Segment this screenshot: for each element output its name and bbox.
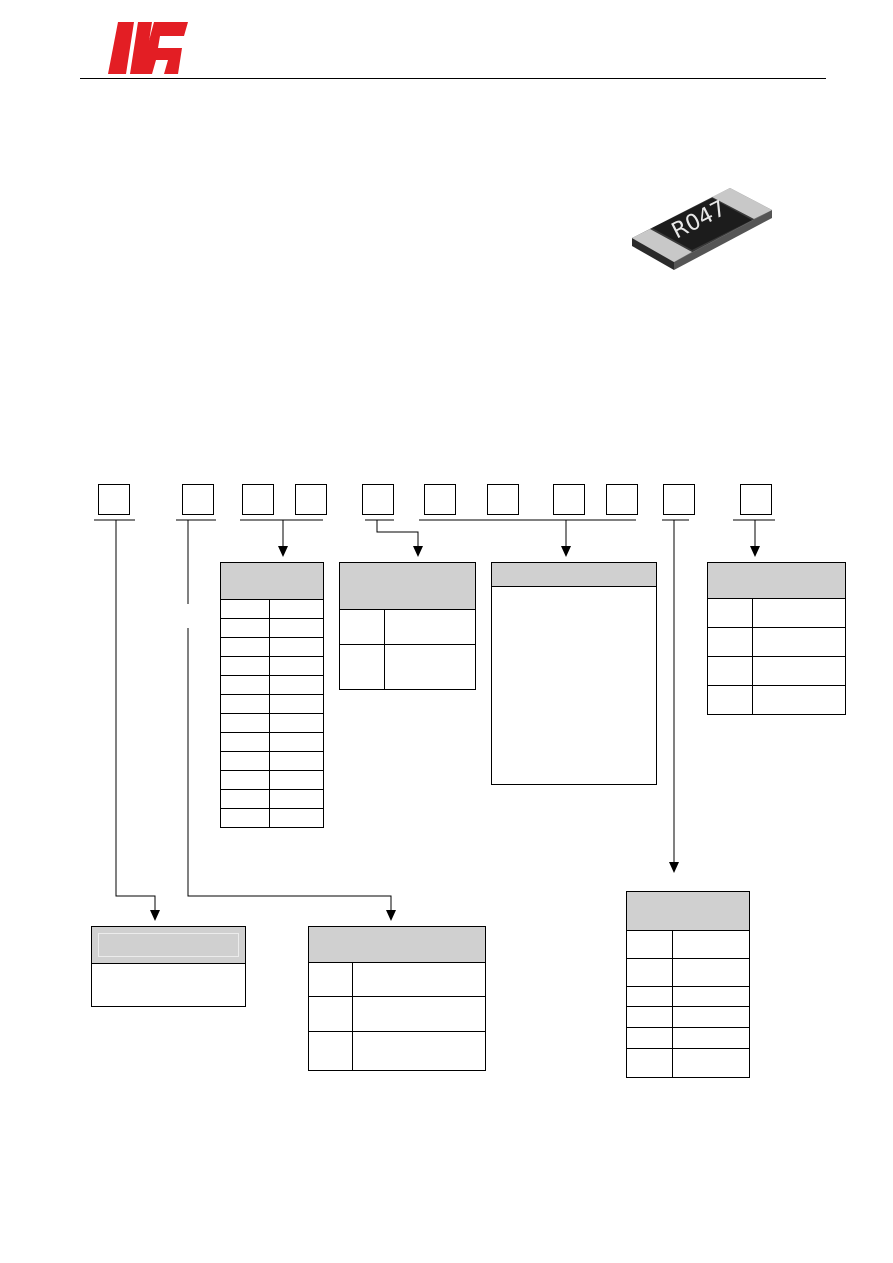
power-rating-table (308, 926, 486, 1071)
part-code-digit-10 (663, 484, 695, 515)
resistance-value-table (491, 562, 657, 785)
tcr-table (626, 891, 750, 1078)
series-header (92, 927, 245, 964)
part-code-digit-5 (362, 484, 394, 515)
part-code-digit-8 (553, 484, 585, 515)
tolerance-table (707, 562, 846, 715)
chip-resistor-icon: R047 (632, 188, 772, 270)
part-code-digit-6 (424, 484, 456, 515)
part-code-digit-11 (740, 484, 772, 515)
part-code-digit-7 (487, 484, 519, 515)
part-code-digit-3 (242, 484, 274, 515)
header-rule (80, 78, 826, 79)
size-code-table (220, 562, 324, 828)
packaging-table (339, 562, 476, 690)
company-logo-icon (108, 22, 188, 74)
part-code-digit-2 (182, 484, 214, 515)
part-code-digit-1 (98, 484, 130, 515)
part-code-digit-4 (295, 484, 327, 515)
resistance-value-header (492, 563, 656, 587)
series-table (91, 926, 246, 1007)
part-code-digit-9 (606, 484, 638, 515)
